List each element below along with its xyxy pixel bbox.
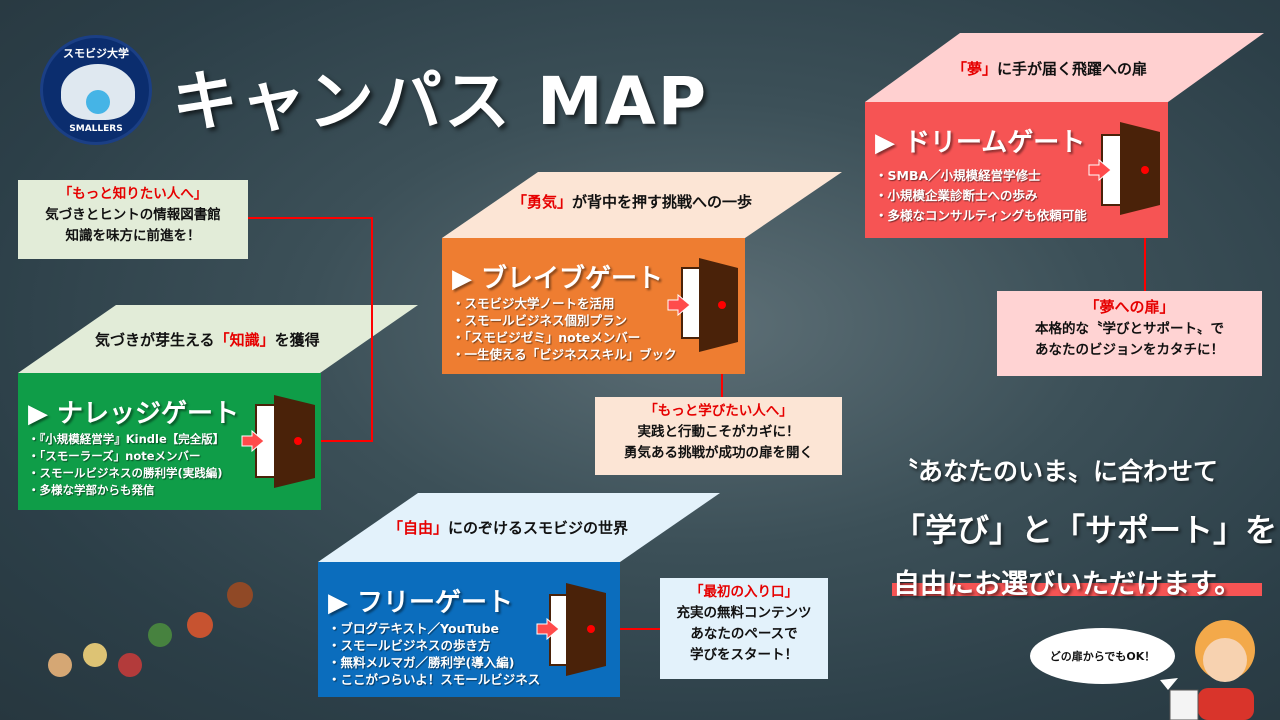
- note-line: 知識を味方に前進を！: [65, 228, 201, 244]
- gate-title: ▶ ナレッジゲート: [28, 399, 240, 429]
- note-line: 本格的な〝学びとサポート〟で: [1035, 321, 1224, 337]
- gate-title: ▶ フリーゲート: [328, 588, 514, 618]
- note-heading: 「もっと知りたい人へ」: [58, 186, 208, 202]
- note-line: 充実の無料コンテンツ: [676, 605, 812, 621]
- note-line: 勇気ある挑戦が成功の扉を開く: [624, 445, 813, 461]
- dream-note: 「夢への扉」 本格的な〝学びとサポート〟で あなたのビジョンをカタチに！: [997, 291, 1262, 376]
- note-line: あなたのペースで: [690, 626, 798, 642]
- gate-items: ・SMBA／小規模経営学修士・小規模企業診断士への歩み・多様なコンサルティングも…: [875, 168, 1087, 223]
- logo-bottom-text: SMALLERS: [69, 124, 123, 134]
- dream-gate-tagline: 「夢」に手が届く飛躍への扉: [952, 60, 1148, 78]
- knowledge-gate-tagline: 気づきが芽生える「知識」を獲得: [95, 331, 320, 349]
- note-heading: 「夢への扉」: [1084, 298, 1175, 316]
- speech-bubble: どの扉からでもOK！: [1030, 628, 1175, 684]
- dream-gate-top: [865, 33, 1264, 102]
- knowledge-connector: [248, 217, 373, 442]
- message-line-1: 〝あなたのいま〟に合わせて: [893, 457, 1219, 486]
- gate-items: ・スモビジ大学ノートを活用・スモールビジネス個別プラン・「スモビジゼミ」note…: [452, 296, 677, 362]
- free-gate-tagline: 「自由」にのぞけるスモビジの世界: [388, 519, 629, 537]
- note-heading: 「もっと学びたい人へ」: [644, 403, 793, 419]
- knowledge-gate-top: [18, 305, 418, 373]
- heart-flame-icon: [86, 90, 110, 114]
- free-note: 「最初の入り口」 充実の無料コンテンツ あなたのペースで 学びをスタート！: [660, 578, 828, 679]
- knowledge-door-icon: [241, 395, 315, 488]
- gate-items: ・『小規模経営学』Kindle【完全版】・「スモーラーズ」noteメンバー・スモ…: [28, 432, 225, 497]
- brave-gate-tagline: 「勇気」が背中を押す挑戦への一歩: [512, 193, 753, 211]
- adventurer-characters-icon: [48, 582, 253, 677]
- knowledge-note: 「もっと知りたい人へ」 気づきとヒントの情報図書館 知識を味方に前進を！: [18, 180, 248, 259]
- free-gate-top: [318, 493, 720, 562]
- message-line-2: 「学び」と「サポート」を: [893, 511, 1278, 549]
- knowledge-gate[interactable]: ▶ ナレッジゲート ・『小規模経営学』Kindle【完全版】・「スモーラーズ」n…: [18, 373, 321, 510]
- gate-items: ・ブログテキスト／YouTube・スモールビジネスの歩き方・無料メルマガ／勝利学…: [328, 621, 541, 687]
- dream-door-icon: [1088, 122, 1160, 215]
- note-line: 学びをスタート！: [690, 647, 798, 663]
- message-line-3: 自由にお選びいただけます。: [893, 569, 1242, 600]
- consultant-mascot-icon: [1160, 620, 1255, 720]
- brave-gate-top: [442, 172, 842, 238]
- highlight-bar: [892, 583, 1262, 596]
- note-line: 気づきとヒントの情報図書館: [45, 207, 221, 223]
- smallers-logo: スモビジ大学 SMALLERS: [40, 35, 152, 145]
- logo-top-text: スモビジ大学: [63, 47, 129, 60]
- note-heading: 「最初の入り口」: [690, 584, 798, 600]
- gate-title: ▶ ドリームゲート: [875, 128, 1086, 158]
- page-title: キャンパス MAP: [172, 63, 709, 140]
- note-line: 実践と行動こそがカギに！: [637, 424, 800, 440]
- brave-door-icon: [667, 258, 738, 352]
- brave-note: 「もっと学びたい人へ」 実践と行動こそがカギに！ 勇気ある挑戦が成功の扉を開く: [595, 397, 842, 475]
- dream-gate[interactable]: ▶ ドリームゲート ・SMBA／小規模経営学修士・小規模企業診断士への歩み・多様…: [865, 102, 1168, 238]
- free-door-icon: [536, 583, 606, 676]
- gate-title: ▶ ブレイブゲート: [452, 264, 664, 294]
- note-line: あなたのビジョンをカタチに！: [1035, 342, 1224, 358]
